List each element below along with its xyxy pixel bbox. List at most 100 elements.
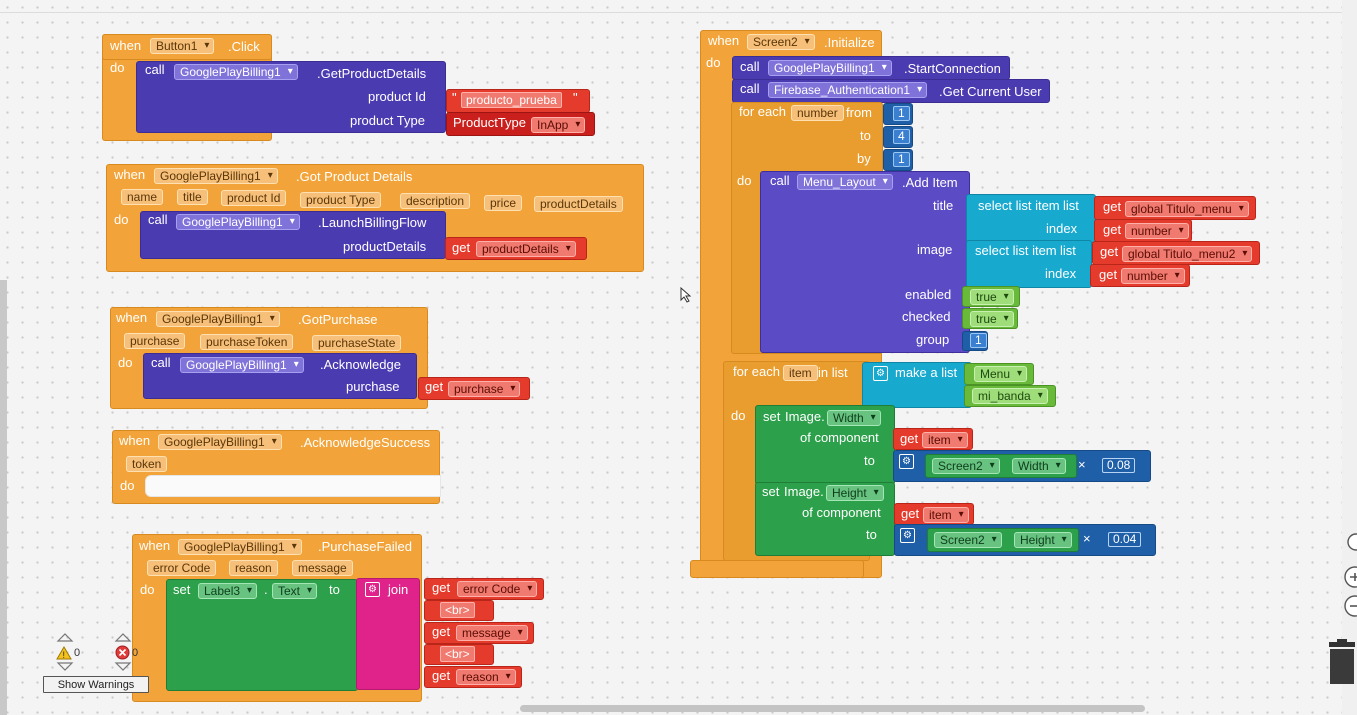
do-label: do <box>140 582 155 597</box>
warning-count: 0 <box>74 647 81 659</box>
when-label: when <box>110 38 142 53</box>
zoom-out-icon[interactable] <box>1341 594 1357 618</box>
workspace-top-border <box>0 12 1357 13</box>
empty-do-slot[interactable] <box>145 475 441 497</box>
arg-image-label: image <box>917 242 953 257</box>
call-label: call <box>148 212 168 227</box>
text-value[interactable]: <br> <box>440 602 475 618</box>
get-var-dropdown[interactable]: error Code <box>457 581 538 597</box>
call-add-item-block[interactable] <box>760 171 970 353</box>
get-var-dropdown[interactable]: number <box>1121 268 1185 284</box>
param-name[interactable]: name <box>121 189 164 205</box>
get-label: get <box>452 240 471 255</box>
get-var-dropdown[interactable]: item <box>922 432 968 448</box>
method-component-dropdown[interactable]: Firebase_Authentication1 <box>768 82 928 98</box>
gear-icon[interactable]: ⚙ <box>365 582 380 597</box>
component-dropdown[interactable]: GooglePlayBilling1 <box>158 434 282 450</box>
method-component-dropdown[interactable]: GooglePlayBilling1 <box>176 214 300 230</box>
to-label: to <box>329 582 340 597</box>
true-dropdown[interactable]: true <box>970 289 1014 305</box>
producttype-dropdown[interactable]: InApp <box>531 117 586 133</box>
method-component-dropdown[interactable]: GooglePlayBilling1 <box>768 60 892 76</box>
param-productdetails[interactable]: productDetails <box>534 196 623 212</box>
method-name: .Add Item <box>902 175 958 190</box>
left-scrollbar[interactable] <box>0 280 7 715</box>
component-dropdown[interactable]: GooglePlayBilling1 <box>156 311 280 327</box>
arg-product-id-label: product Id <box>368 89 426 104</box>
param-purchase-token[interactable]: purchaseToken <box>200 334 294 350</box>
from-value[interactable]: 1 <box>893 106 910 121</box>
get-var-dropdown[interactable]: item <box>923 507 969 523</box>
event-name: .AcknowledgeSuccess <box>300 435 431 450</box>
height-factor[interactable]: 0.04 <box>1108 532 1142 547</box>
height-dropdown[interactable]: Height <box>1014 532 1072 548</box>
gear-icon[interactable]: ⚙ <box>899 454 914 469</box>
height-property-dropdown[interactable]: Height <box>826 485 884 501</box>
error-arrows-icon[interactable] <box>114 632 132 672</box>
by-label: by <box>857 151 871 166</box>
screen-dropdown[interactable]: Screen2 <box>934 532 1002 548</box>
group-value[interactable]: 1 <box>970 333 987 348</box>
get-var-dropdown[interactable]: reason <box>456 669 516 685</box>
true-dropdown[interactable]: true <box>970 311 1014 327</box>
loop-var[interactable]: number <box>791 105 844 121</box>
param-error-code[interactable]: error Code <box>147 560 217 576</box>
param-product-id[interactable]: product Id <box>221 190 287 206</box>
loop-var-item[interactable]: item <box>783 365 818 381</box>
to-label: to <box>864 453 875 468</box>
param-title[interactable]: title <box>177 189 208 205</box>
param-description[interactable]: description <box>400 193 471 209</box>
method-component-dropdown[interactable]: GooglePlayBilling1 <box>180 357 304 373</box>
width-factor[interactable]: 0.08 <box>1102 458 1136 473</box>
param-purchase[interactable]: purchase <box>124 333 186 349</box>
quote-close: " <box>573 90 578 105</box>
width-property-dropdown[interactable]: Width <box>827 410 881 426</box>
text-value-producto-prueba[interactable]: producto_prueba <box>461 92 562 108</box>
method-component-dropdown[interactable]: GooglePlayBilling1 <box>174 64 298 80</box>
menu-dropdown[interactable]: Menu <box>974 366 1028 382</box>
screen-dropdown[interactable]: Screen2 <box>932 458 1000 474</box>
event-name: .Got Product Details <box>296 169 413 184</box>
param-token[interactable]: token <box>126 456 168 472</box>
to-value[interactable]: 4 <box>893 129 910 144</box>
gear-icon[interactable]: ⚙ <box>873 366 888 381</box>
warning-arrows-icon[interactable] <box>56 632 74 672</box>
menu-component-dropdown[interactable]: Menu_Layout <box>797 174 893 190</box>
param-price[interactable]: price <box>484 195 523 211</box>
component-dropdown[interactable]: GooglePlayBilling1 <box>154 168 278 184</box>
to-label: to <box>860 128 871 143</box>
get-var-dropdown[interactable]: global Titulo_menu <box>1125 201 1249 217</box>
get-var-dropdown[interactable]: purchase <box>448 381 521 397</box>
dot-separator: . <box>264 582 268 597</box>
to-label: to <box>866 527 877 542</box>
show-warnings-button[interactable]: Show Warnings <box>43 676 149 693</box>
get-var-dropdown[interactable]: global Titulo_menu2 <box>1122 246 1253 262</box>
get-var-dropdown[interactable]: number <box>1125 223 1189 239</box>
make-list-block[interactable] <box>862 362 972 408</box>
param-reason[interactable]: reason <box>229 560 278 576</box>
width-dropdown[interactable]: Width <box>1012 458 1066 474</box>
get-var-dropdown[interactable]: productDetails <box>476 241 576 257</box>
by-value[interactable]: 1 <box>893 152 910 167</box>
gear-icon[interactable]: ⚙ <box>900 528 915 543</box>
param-purchase-state[interactable]: purchaseState <box>312 335 402 351</box>
zoom-in-icon[interactable] <box>1341 565 1357 589</box>
param-message[interactable]: message <box>292 560 353 576</box>
select-list-item-block[interactable] <box>966 194 1096 243</box>
component-dropdown[interactable]: Button1 <box>150 38 215 54</box>
target-component-dropdown[interactable]: Label3 <box>198 583 258 599</box>
param-product-type[interactable]: product Type <box>300 192 382 208</box>
multiply-sign: × <box>1083 531 1091 546</box>
text-value[interactable]: <br> <box>440 646 475 662</box>
target-property-dropdown[interactable]: Text <box>272 583 318 599</box>
trash-icon[interactable] <box>1327 638 1357 686</box>
index-label: index <box>1046 221 1078 236</box>
get-label: get <box>1103 199 1122 214</box>
component-dropdown[interactable]: GooglePlayBilling1 <box>178 539 302 555</box>
get-var-dropdown[interactable]: message <box>456 625 528 641</box>
select-list-item-block[interactable] <box>966 240 1092 288</box>
component-dropdown[interactable]: Screen2 <box>747 34 815 50</box>
mi-banda-dropdown[interactable]: mi_banda <box>972 388 1048 404</box>
horizontal-scrollbar[interactable] <box>520 705 1145 712</box>
center-view-icon[interactable] <box>1343 532 1357 552</box>
